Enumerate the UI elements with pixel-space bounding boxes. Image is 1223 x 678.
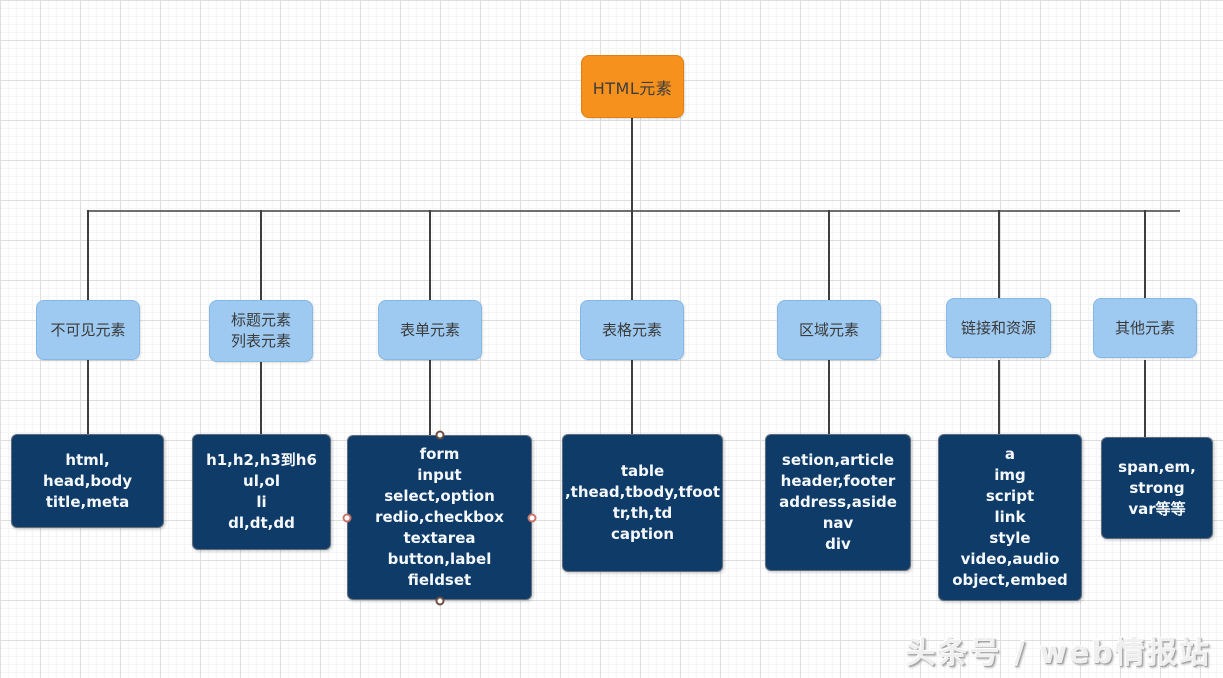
connector-drop-4 (631, 210, 633, 300)
leaf-node-form-elements[interactable]: form input select,option redio,checkbox … (347, 435, 532, 600)
connector-drop-5 (828, 210, 830, 300)
leaf-items: form input select,option redio,checkbox … (375, 445, 504, 589)
connection-handle-top[interactable] (435, 430, 445, 440)
category-node-invisible-elements[interactable]: 不可见元素 (36, 300, 140, 360)
connector-leaf-7 (1144, 360, 1146, 437)
watermark-text: 头条号 / web情报站 (905, 636, 1211, 671)
leaf-node-table-elements[interactable]: table ,thead,tbody,tfoot tr,th,td captio… (562, 434, 723, 572)
category-node-table-elements[interactable]: 表格元素 (580, 300, 684, 360)
category-label: 不可见元素 (50, 320, 126, 339)
leaf-items: table ,thead,tbody,tfoot tr,th,td captio… (564, 462, 721, 543)
category-node-section-elements[interactable]: 区域元素 (777, 300, 881, 360)
category-node-links-resources[interactable]: 链接和资源 (946, 298, 1051, 358)
leaf-items: setion,article header,footer address,asi… (779, 451, 897, 553)
leaf-items: html, head,body title,meta (43, 450, 132, 511)
category-label: 表单元素 (399, 320, 460, 339)
category-node-form-elements[interactable]: 表单元素 (378, 300, 482, 360)
connector-leaf-4 (631, 360, 633, 434)
category-label: 链接和资源 (960, 318, 1036, 337)
category-label: 其他元素 (1114, 318, 1175, 337)
connector-leaf-6 (998, 360, 1000, 435)
leaf-items: span,em, strong var等等 (1118, 457, 1196, 518)
category-label: 标题元素 列表元素 (230, 311, 291, 350)
connector-leaf-5 (828, 360, 830, 434)
connector-drop-1 (87, 210, 89, 300)
root-node-label: HTML元素 (592, 78, 673, 98)
connector-horizontal-bus (87, 210, 1180, 212)
connector-root-down (631, 118, 633, 211)
connector-drop-6 (998, 210, 1000, 300)
connector-leaf-1 (87, 360, 89, 435)
leaf-node-other-elements[interactable]: span,em, strong var等等 (1101, 437, 1213, 539)
connector-drop-3 (429, 210, 431, 300)
connector-drop-7 (1144, 210, 1146, 300)
category-node-heading-list-elements[interactable]: 标题元素 列表元素 (209, 300, 313, 362)
leaf-node-links-resources[interactable]: a img script link style video,audio obje… (938, 434, 1082, 601)
root-node-html-elements[interactable]: HTML元素 (581, 55, 684, 118)
connector-drop-2 (260, 210, 262, 300)
leaf-node-section-elements[interactable]: setion,article header,footer address,asi… (765, 434, 911, 571)
connection-handle-right[interactable] (527, 513, 537, 523)
category-node-other-elements[interactable]: 其他元素 (1093, 298, 1197, 358)
connector-leaf-2 (260, 360, 262, 435)
leaf-node-invisible-elements[interactable]: html, head,body title,meta (11, 434, 164, 528)
connection-handle-left[interactable] (342, 513, 352, 523)
connector-leaf-3 (429, 360, 431, 436)
leaf-items: a img script link style video,audio obje… (952, 445, 1068, 589)
connection-handle-bottom[interactable] (435, 596, 445, 606)
leaf-node-heading-list-elements[interactable]: h1,h2,h3到h6 ul,ol li dl,dt,dd (192, 434, 331, 550)
category-label: 表格元素 (601, 320, 662, 339)
category-label: 区域元素 (798, 320, 859, 339)
leaf-items: h1,h2,h3到h6 ul,ol li dl,dt,dd (206, 451, 317, 532)
